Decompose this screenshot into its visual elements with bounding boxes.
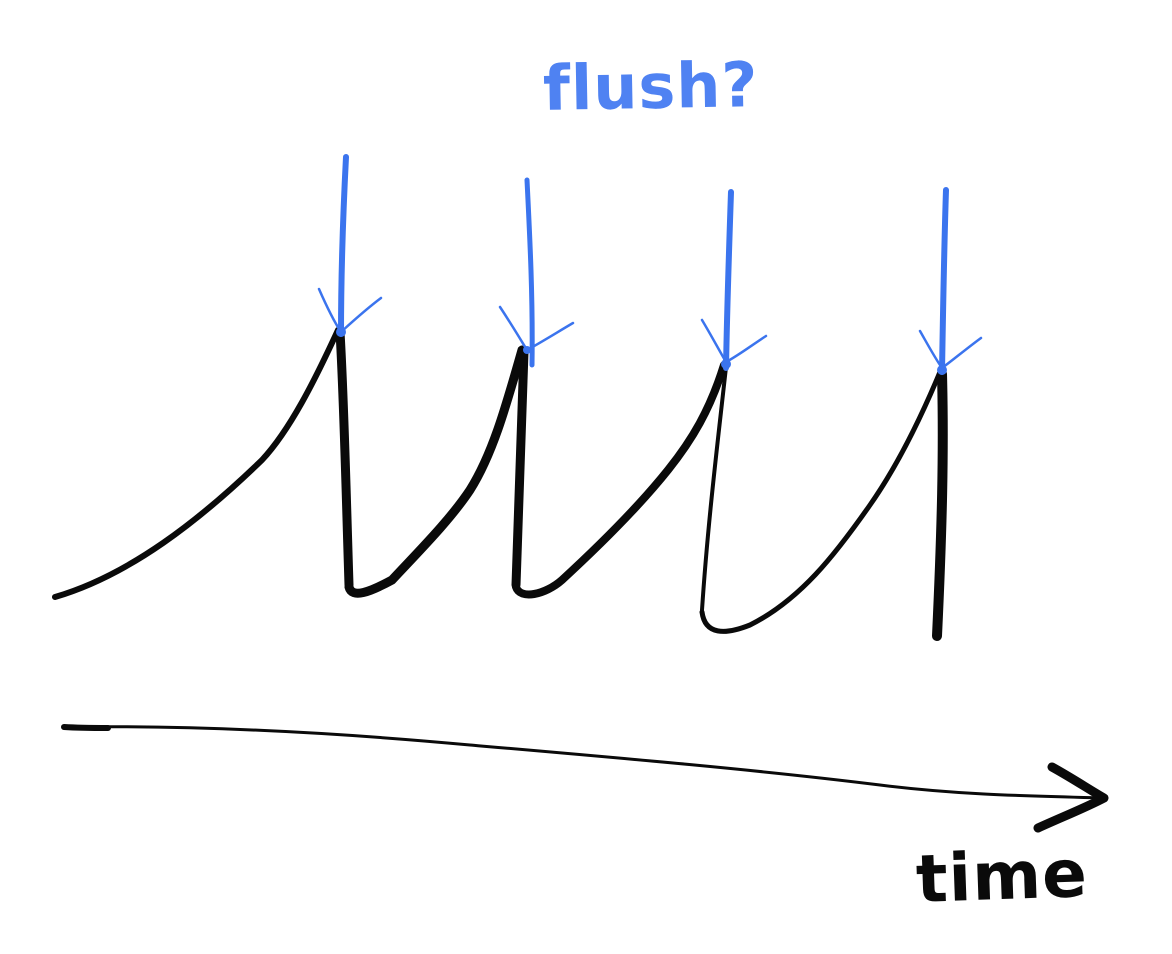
buildup-3	[512, 361, 728, 599]
drop-1	[335, 327, 354, 590]
flush-arrow-2	[498, 177, 575, 368]
arrowhead-icon	[1033, 762, 1109, 833]
flush-arrow-4	[918, 187, 983, 375]
drop-3	[700, 365, 728, 612]
flush-arrow-3	[700, 189, 768, 371]
drop-2	[511, 347, 529, 590]
flush-markers	[317, 154, 983, 375]
time-axis-arrow	[61, 724, 1109, 833]
time-axis-line	[62, 725, 1106, 800]
sawtooth-curve	[52, 327, 948, 641]
buildup-1	[52, 327, 341, 600]
drop-4	[932, 369, 948, 641]
flush-label: flush?	[542, 48, 759, 125]
time-axis-line-thick	[61, 724, 111, 731]
buildup-2	[344, 345, 527, 598]
flush-arrow-1	[317, 154, 383, 337]
buildup-4	[699, 369, 943, 634]
time-axis-label: time	[914, 835, 1090, 918]
